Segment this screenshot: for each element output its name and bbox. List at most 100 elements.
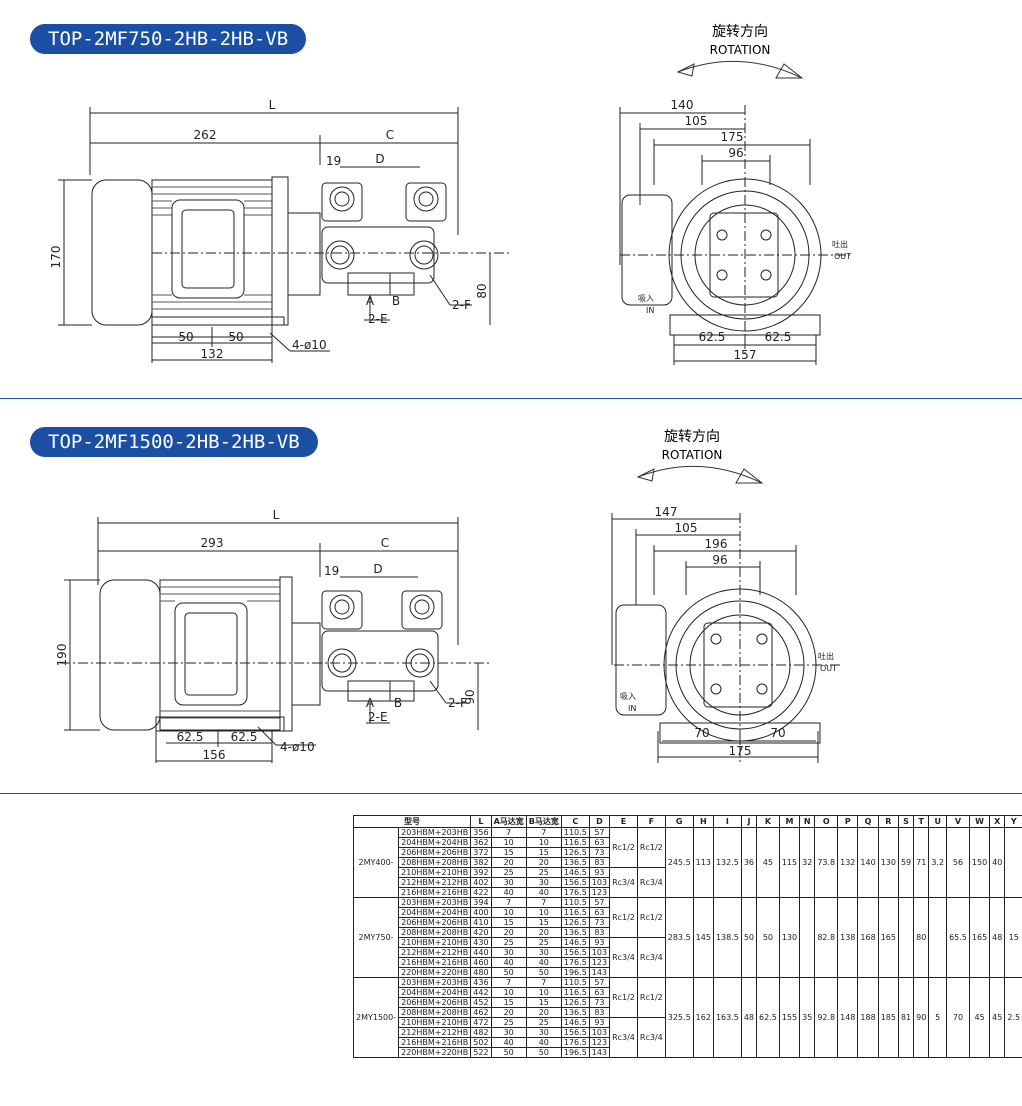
table-cell: 126.5 <box>560 917 590 928</box>
spec-header-cell: P <box>837 815 859 828</box>
spec-header-cell: T <box>913 815 930 828</box>
dim-132: 132 <box>201 347 224 361</box>
spec-header-cell: R <box>877 815 899 828</box>
table-cell: 50 <box>525 967 562 978</box>
table-cell: 15 <box>490 847 527 858</box>
table-cell: 25 <box>525 1017 562 1028</box>
table-cell: 50 <box>490 1047 527 1058</box>
table-cell: 165 <box>968 897 991 978</box>
table-cell: 325.5 <box>664 977 694 1058</box>
table-cell: 10 <box>525 837 562 848</box>
table-cell: 35 <box>799 977 816 1058</box>
table-cell: Rc1/2 <box>609 977 638 1018</box>
table-cell: 63 <box>588 837 611 848</box>
table-cell: 392 <box>470 867 492 878</box>
section1-title: TOP-2MF750-2HB-2HB-VB <box>30 24 307 54</box>
table-cell: 10 <box>490 907 527 918</box>
table-cell: 362 <box>470 837 492 848</box>
dim-62a: 62.5 <box>177 730 204 744</box>
dim-A: A <box>366 696 375 710</box>
table-cell: 30 <box>490 1027 527 1038</box>
table-cell: 83 <box>588 927 611 938</box>
side-in-cn: 吸入 <box>620 692 636 701</box>
table-cell: 206HBM+206HB <box>398 997 472 1008</box>
table-cell: 148 <box>837 977 859 1058</box>
table-cell: 400 <box>470 907 492 918</box>
table-cell: 116.5 <box>560 987 590 998</box>
table-cell: 50 <box>525 1047 562 1058</box>
table-cell: 110.5 <box>560 897 590 908</box>
section2-title: TOP-2MF1500-2HB-2HB-VB <box>30 427 318 457</box>
dim-2E: 2-E <box>368 312 388 326</box>
table-cell: 25 <box>490 867 527 878</box>
dim-C: C <box>381 536 389 550</box>
rotation-cn-label: 旋转方向 <box>712 24 768 40</box>
table-cell: 48 <box>740 977 758 1058</box>
side-140: 140 <box>671 98 694 112</box>
table-cell: 196.5 <box>560 967 590 978</box>
spec-header-cell: X <box>989 815 1006 828</box>
spec-header-cell: H <box>692 815 714 828</box>
side-105: 105 <box>675 521 698 535</box>
table-cell: 132 <box>837 827 859 898</box>
table-cell: 56 <box>946 827 970 898</box>
table-cell: 502 <box>470 1037 492 1048</box>
table-cell: 10 <box>525 987 562 998</box>
spec-header-cell: 型号 <box>352 815 472 828</box>
table-cell: 15 <box>490 997 527 1008</box>
table-cell: 143 <box>588 1047 611 1058</box>
table-cell: 204HBM+204HB <box>398 837 472 848</box>
table-cell: 220HBM+220HB <box>398 967 472 978</box>
table-cell: 103 <box>588 947 611 958</box>
table-cell: 7 <box>525 977 562 988</box>
table-cell: 208HBM+208HB <box>398 857 472 868</box>
dim-80: 80 <box>475 283 489 298</box>
table-cell: 162 <box>692 977 714 1058</box>
table-cell: 15 <box>525 997 562 1008</box>
rotation-cn-label: 旋转方向 <box>664 429 720 445</box>
table-cell: Rc1/2 <box>609 827 638 868</box>
dim-D: D <box>375 152 384 166</box>
table-cell: Rc3/4 <box>636 1017 666 1058</box>
table-cell: 3.2 <box>928 827 948 898</box>
table-cell: Rc1/2 <box>636 977 666 1018</box>
table-cell: 203HBM+203HB <box>398 897 472 908</box>
table-cell: 10 <box>490 837 527 848</box>
table-cell: 7 <box>525 827 562 838</box>
side-175: 175 <box>729 744 752 758</box>
table-cell: 10 <box>525 907 562 918</box>
table-cell: Rc3/4 <box>609 937 638 978</box>
table-cell: Rc3/4 <box>636 937 666 978</box>
table-cell: 212HBM+212HB <box>398 1027 472 1038</box>
spec-header-cell: Y <box>1004 815 1022 828</box>
rotation-en-label: ROTATION <box>662 448 723 462</box>
section1-side-view: 140 105 175 96 62.5 62.5 157 吐出 OUT 吸入 I… <box>619 98 851 365</box>
table-cell: 40 <box>525 887 562 898</box>
table-cell: 25 <box>490 937 527 948</box>
spec-header-cell: M <box>778 815 801 828</box>
side-out-en: OUT <box>820 664 837 673</box>
table-cell: 146.5 <box>560 1017 590 1028</box>
table-cell: 472 <box>470 1017 492 1028</box>
side-62b: 62.5 <box>765 330 792 344</box>
section-divider-2 <box>0 793 1022 794</box>
table-cell: 436 <box>470 977 492 988</box>
side-196: 196 <box>705 537 728 551</box>
table-cell: 30 <box>490 877 527 888</box>
table-cell <box>928 897 948 978</box>
table-cell: 123 <box>588 1037 611 1048</box>
dim-L: L <box>273 508 280 522</box>
dim-50a: 50 <box>178 330 193 344</box>
spec-header-row: 型号LA马达宽B马达宽CDEFGHIJKMNOPQRSTUVWXYZAA <box>352 815 1022 828</box>
table-cell: Rc3/4 <box>609 867 638 898</box>
table-cell: 382 <box>470 857 492 868</box>
